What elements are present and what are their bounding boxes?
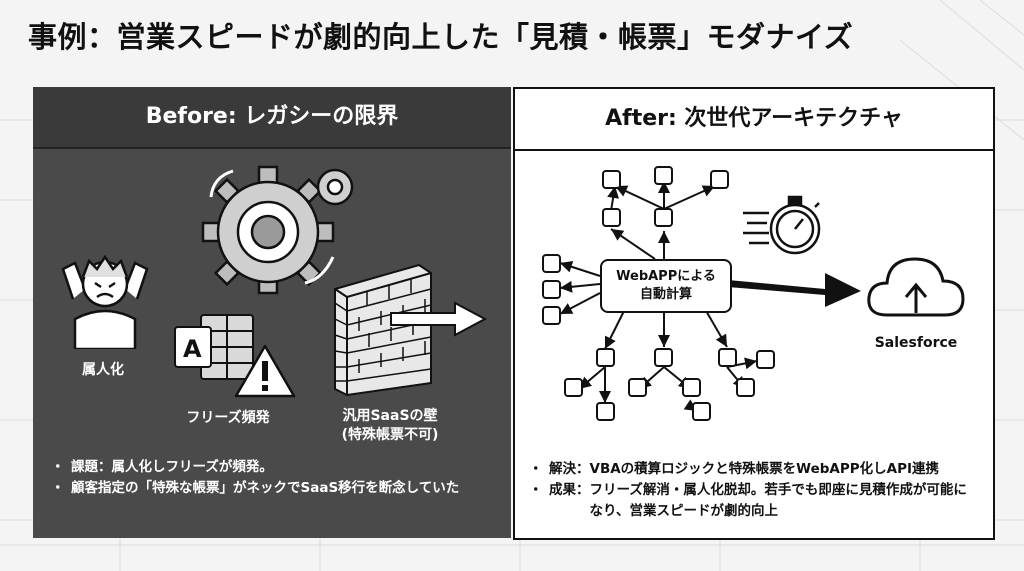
svg-text:A: A [183, 335, 202, 363]
after-note-solution: 解決： VBAの積算ロジックと特殊帳票をWebAPP化しAPI連携 [529, 459, 979, 480]
before-panel: Before: レガシーの限界 [33, 87, 511, 538]
webapp-hub: WebAPPによる 自動計算 [600, 259, 732, 313]
salesforce-label: Salesforce [874, 335, 958, 351]
freeze-label: フリーズ頻発 [186, 410, 270, 426]
after-panel: After: 次世代アーキテクチャ [513, 87, 995, 540]
cloud-upload-icon [867, 257, 965, 317]
before-note-issue: 課題：属人化しフリーズが頻発。 [51, 457, 497, 478]
before-illustration: 属人化 A フリーズ頻発 [33, 149, 511, 449]
wall-label: 汎用SaaSの壁 (特殊帳票不可) [341, 408, 439, 443]
excel-error-icon: A [174, 314, 254, 380]
gear-icon [201, 165, 354, 295]
page-title: 事例：営業スピードが劇的向上した「見積・帳票」モダナイズ [28, 20, 854, 54]
after-header: After: 次世代アーキテクチャ [515, 89, 993, 151]
before-notes: 課題：属人化しフリーズが頻発。 顧客指定の「特殊な帳票」がネックでSaaS移行を… [51, 457, 497, 499]
after-illustration: WebAPPによる 自動計算 Salesforce [515, 151, 993, 451]
stopwatch-icon [743, 195, 821, 255]
before-note-detail: 顧客指定の「特殊な帳票」がネックでSaaS移行を断念していた [51, 478, 497, 499]
warning-icon [234, 344, 296, 398]
person-label: 属人化 [82, 362, 124, 378]
arrow-right-icon [390, 301, 488, 337]
after-notes: 解決： VBAの積算ロジックと特殊帳票をWebAPP化しAPI連携 成果： フリ… [529, 459, 979, 522]
network-diagram [542, 166, 861, 421]
brick-wall-icon [334, 263, 432, 397]
person-stress-icon [61, 254, 149, 349]
after-note-result: 成果： フリーズ解消・属人化脱却。若手でも即座に見積作成が可能になり、営業スピー… [529, 480, 979, 522]
before-header: Before: レガシーの限界 [33, 87, 511, 149]
